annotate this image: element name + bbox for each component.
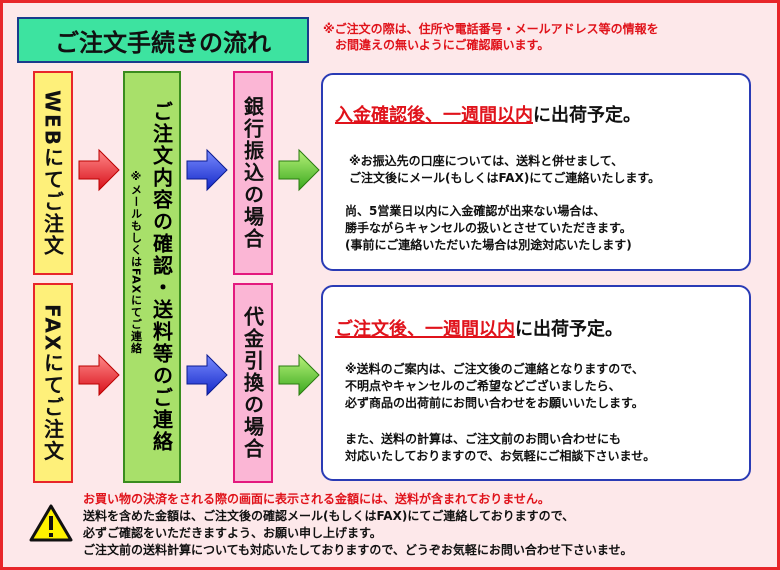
text-line: また、送料の計算は、ご注文前のお問い合わせにも	[345, 432, 622, 446]
arrow-right-icon	[186, 148, 228, 192]
cod-box: 代金引換の場合	[233, 283, 273, 483]
text-line: ご注文後にメール(もしくはFAX)にてご連絡いたします。	[349, 171, 661, 185]
order-fax-box: FAXにてご注文	[33, 283, 73, 483]
confirmation-box: ご注文内容の確認・送料等のご連絡 ※メールもしくはFAXにてご連絡	[123, 71, 181, 483]
cod-info-paragraph: また、送料の計算は、ご注文前のお問い合わせにも 対応いたしておりますので、お気軽…	[345, 431, 655, 465]
text-line: (事前にご連絡いただいた場合は別途対応いたします)	[345, 238, 632, 252]
title-note-line: ※ご注文の際は、住所や電話番号・メールアドレス等の情報を	[323, 22, 659, 36]
confirmation-label: ご注文内容の確認・送料等のご連絡	[149, 101, 174, 453]
cod-info-heading-highlight: ご注文後、一週間以内	[335, 319, 515, 340]
text-line: ※送料のご案内は、ご注文後のご連絡となりますので、	[345, 362, 644, 376]
arrow-right-icon	[278, 148, 320, 192]
cod-info-panel: ご注文後、一週間以内に出荷予定。 ※送料のご案内は、ご注文後のご連絡となりますの…	[321, 285, 751, 481]
title-note-line: お間違えの無いようにご確認願います。	[335, 38, 550, 52]
page-title: ご注文手続きの流れ	[17, 17, 309, 63]
text-line: 勝手ながらキャンセルの扱いとさせていただきます。	[345, 221, 632, 235]
warning-icon	[29, 504, 73, 542]
bottom-notes-warning: お買い物の決済をされる際の画面に表示される金額には、送料が含まれておりません。	[83, 492, 550, 506]
order-web-box: WEBにてご注文	[33, 71, 73, 275]
arrow-right-icon	[186, 353, 228, 397]
bank-info-paragraph: ※お振込先の口座については、送料と併せまして、 ご注文後にメール(もしくはFAX…	[349, 153, 660, 187]
bank-transfer-box: 銀行振込の場合	[233, 71, 273, 275]
bank-info-panel: 入金確認後、一週間以内に出荷予定。 ※お振込先の口座については、送料と併せまして…	[321, 73, 751, 271]
bottom-notes: お買い物の決済をされる際の画面に表示される金額には、送料が含まれておりません。 …	[83, 491, 773, 559]
cod-info-paragraph: ※送料のご案内は、ご注文後のご連絡となりますので、 不明点やキャンセルのご希望な…	[345, 361, 644, 412]
bank-info-heading: 入金確認後、一週間以内に出荷予定。	[335, 101, 641, 127]
cod-info-heading-rest: に出荷予定。	[515, 319, 623, 340]
text-line: 尚、5営業日以内に入金確認が出来ない場合は、	[345, 204, 606, 218]
bottom-notes-line: 必ずご確認をいただきますよう、お願い申し上げます。	[83, 526, 382, 540]
arrow-right-icon	[78, 148, 120, 192]
confirmation-sub: ※メールもしくはFAXにてご連絡	[129, 169, 143, 355]
bank-info-paragraph: 尚、5営業日以内に入金確認が出来ない場合は、 勝手ながらキャンセルの扱いとさせて…	[345, 203, 632, 254]
cod-info-heading: ご注文後、一週間以内に出荷予定。	[335, 315, 623, 341]
title-note: ※ご注文の際は、住所や電話番号・メールアドレス等の情報を お間違えの無いようにご…	[323, 21, 773, 53]
arrow-right-icon	[78, 353, 120, 397]
text-line: 必ず商品の出荷前にお問い合わせをお願いいたします。	[345, 396, 644, 410]
text-line: ※お振込先の口座については、送料と併せまして、	[349, 154, 624, 168]
bank-info-heading-rest: に出荷予定。	[533, 105, 641, 126]
bank-transfer-label: 銀行振込の場合	[240, 96, 265, 250]
text-line: 不明点やキャンセルのご希望などございましたら、	[345, 379, 621, 393]
order-web-label: WEBにてご注文	[40, 89, 65, 257]
bank-info-heading-highlight: 入金確認後、一週間以内	[335, 105, 533, 126]
arrow-right-icon	[278, 353, 320, 397]
text-line: 対応いたしておりますので、お気軽にご相談下さいませ。	[345, 449, 656, 463]
cod-label: 代金引換の場合	[240, 306, 265, 460]
bottom-notes-line: ご注文前の送料計算についても対応いたしておりますので、どうぞお気軽にお問い合わせ…	[83, 543, 633, 557]
order-fax-label: FAXにてご注文	[40, 303, 65, 463]
bottom-notes-line: 送料を含めた金額は、ご注文後の確認メール(もしくはFAX)にてご連絡しております…	[83, 509, 575, 523]
